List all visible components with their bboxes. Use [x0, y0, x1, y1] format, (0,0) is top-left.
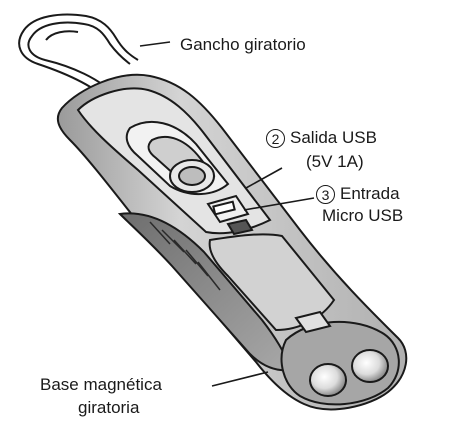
callout-number-3: 3 [316, 185, 335, 205]
leader-base [211, 371, 269, 387]
leader-lines [139, 41, 315, 387]
label-usb-output-spec: (5V 1A) [306, 152, 364, 171]
label-usb-input: 3 Entrada [316, 184, 400, 205]
flashlight-body [56, 73, 408, 411]
callout-number-2: 2 [266, 129, 285, 149]
leader-usb-out [245, 167, 283, 189]
label-usb-input-type: Micro USB [322, 206, 404, 225]
rotating-hook [18, 13, 139, 103]
label-usb-output: 2 Salida USB [266, 128, 377, 149]
label-usb-output-line1: Salida USB [290, 128, 377, 147]
label-usb-input-line1: Entrada [340, 184, 400, 203]
label-magnetic-base-line2: giratoria [78, 398, 140, 417]
leader-usb-in [243, 197, 315, 211]
label-magnetic-base: Base magnética [40, 375, 162, 394]
leader-hook [139, 41, 171, 47]
label-rotating-hook: Gancho giratorio [180, 35, 306, 54]
